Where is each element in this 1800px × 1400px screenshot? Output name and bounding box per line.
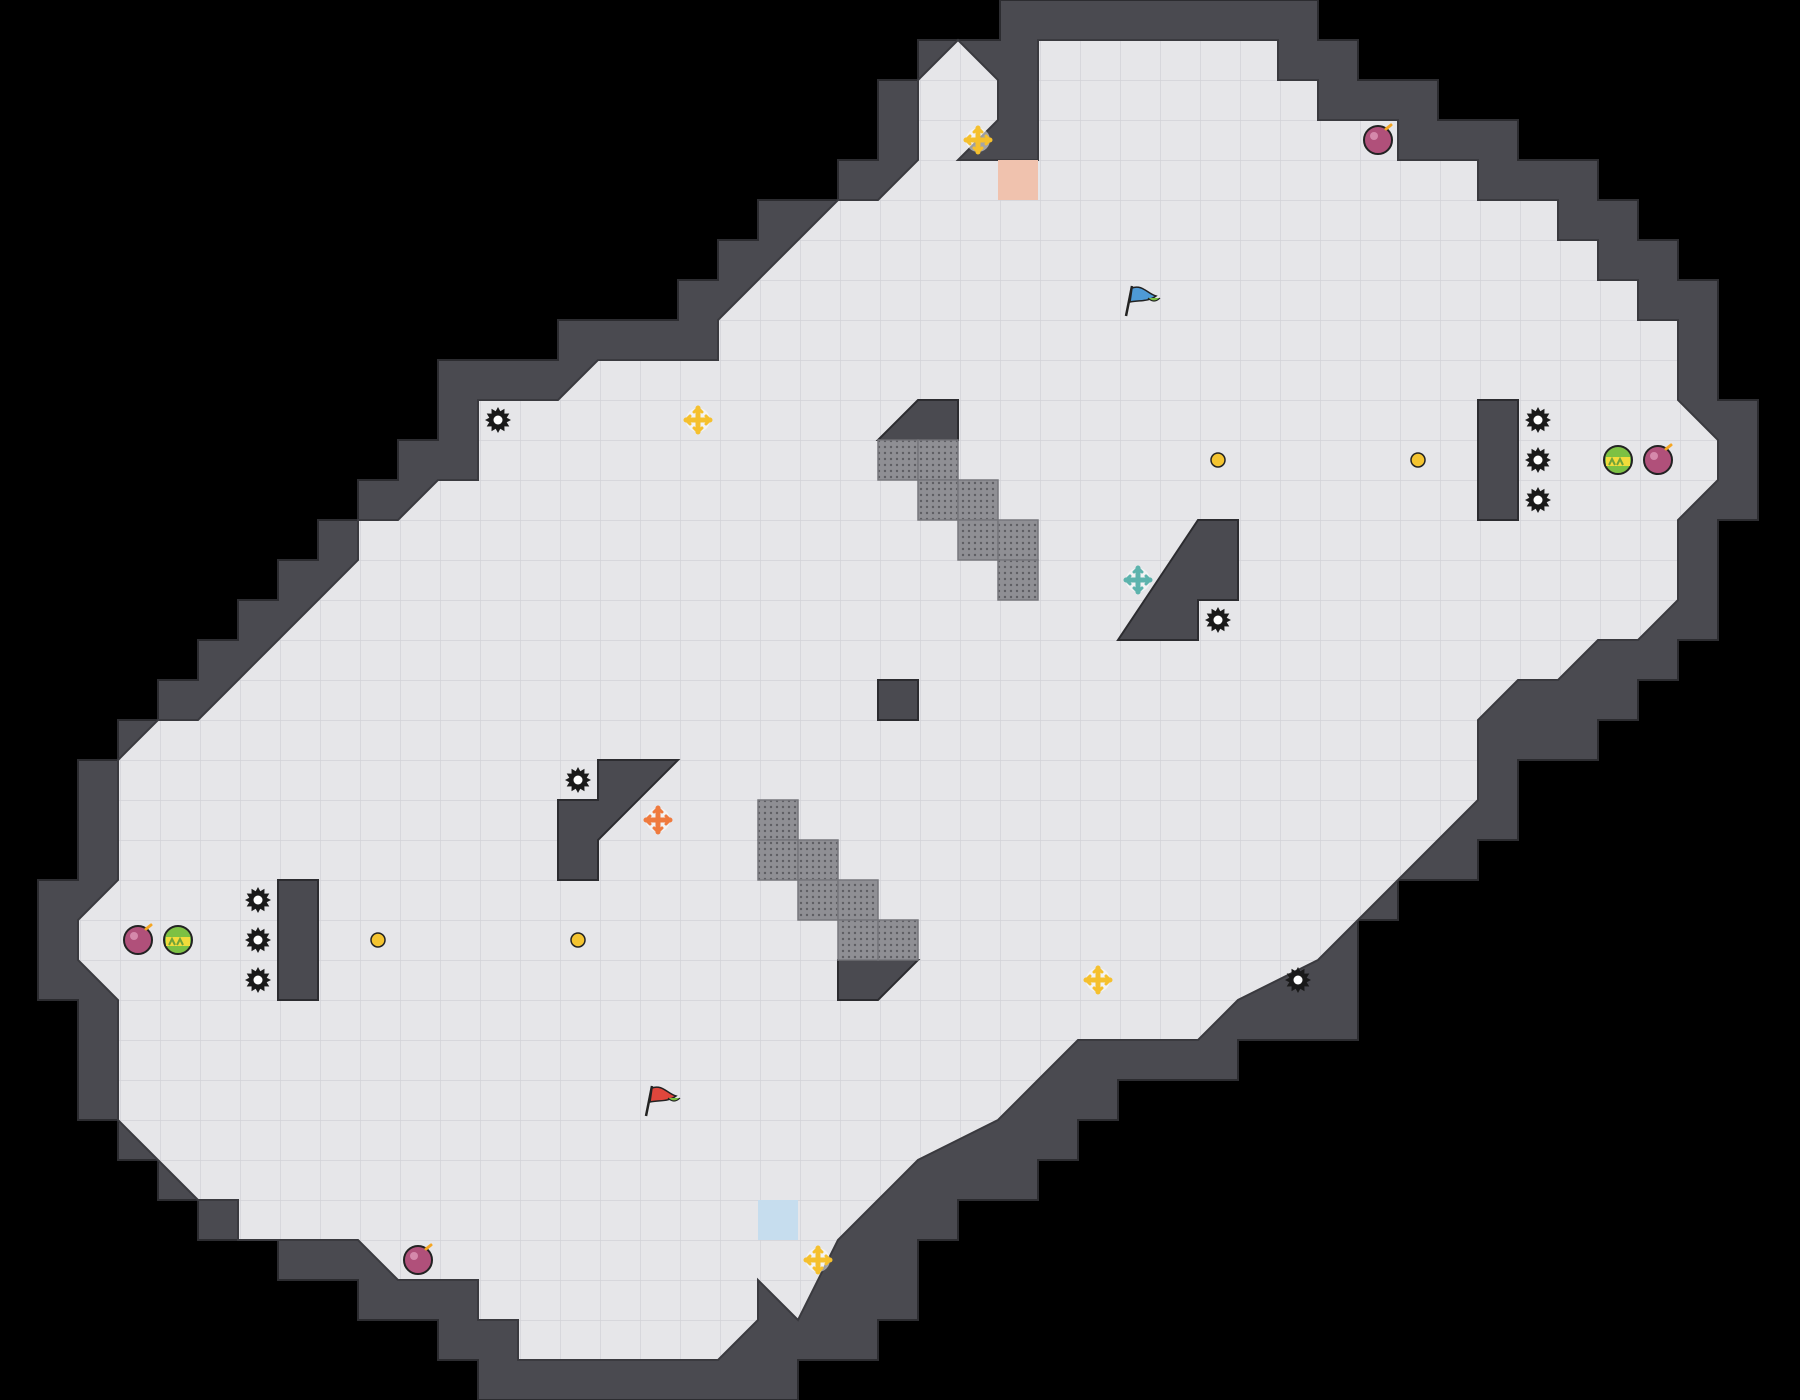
gate-tile <box>837 919 879 961</box>
gate-tile <box>917 479 959 521</box>
mine-icon <box>1285 967 1311 993</box>
mine-icon <box>565 767 591 793</box>
powerup-icon <box>1083 965 1113 995</box>
gate-tile <box>957 519 999 561</box>
mine-icon <box>1205 607 1231 633</box>
powerup-icon <box>963 125 993 155</box>
wall-block <box>877 679 919 721</box>
wall-ramp <box>557 759 681 881</box>
coin-icon <box>570 932 586 948</box>
gate-tile <box>757 839 799 881</box>
boost-icon <box>1603 445 1633 475</box>
gate-tile <box>877 439 919 481</box>
boost-icon <box>163 925 193 955</box>
gate-tile <box>797 879 839 921</box>
mine-icon <box>245 967 271 993</box>
blue-flag-icon <box>1124 285 1161 317</box>
bomb-icon <box>1643 443 1673 475</box>
mine-icon <box>245 887 271 913</box>
gate-tile <box>997 559 1039 601</box>
blue-team-pad <box>758 1200 798 1240</box>
gate-tile <box>997 519 1039 561</box>
gate-tile <box>877 919 919 961</box>
coin-icon <box>370 932 386 948</box>
gate-tile <box>957 479 999 521</box>
coin-icon <box>1410 452 1426 468</box>
mine-icon <box>1525 447 1551 473</box>
bomb-icon <box>403 1243 433 1275</box>
red-team-pad <box>998 160 1038 200</box>
gate-tile <box>797 839 839 881</box>
wall-block <box>1477 399 1519 521</box>
mine-icon <box>485 407 511 433</box>
coin-icon <box>1210 452 1226 468</box>
bomb-icon <box>123 923 153 955</box>
powerup-icon <box>1123 565 1153 595</box>
red-flag-icon <box>644 1085 681 1117</box>
mine-icon <box>1525 487 1551 513</box>
wall-ramp <box>1116 519 1239 641</box>
powerup-icon <box>683 405 713 435</box>
wall-block <box>277 879 319 1001</box>
gate-tile <box>757 799 799 841</box>
powerup-icon <box>803 1245 833 1275</box>
powerup-icon <box>643 805 673 835</box>
gate-tile <box>837 879 879 921</box>
gate-tile <box>917 439 959 481</box>
bomb-icon <box>1363 123 1393 155</box>
mine-icon <box>1525 407 1551 433</box>
mine-icon <box>245 927 271 953</box>
